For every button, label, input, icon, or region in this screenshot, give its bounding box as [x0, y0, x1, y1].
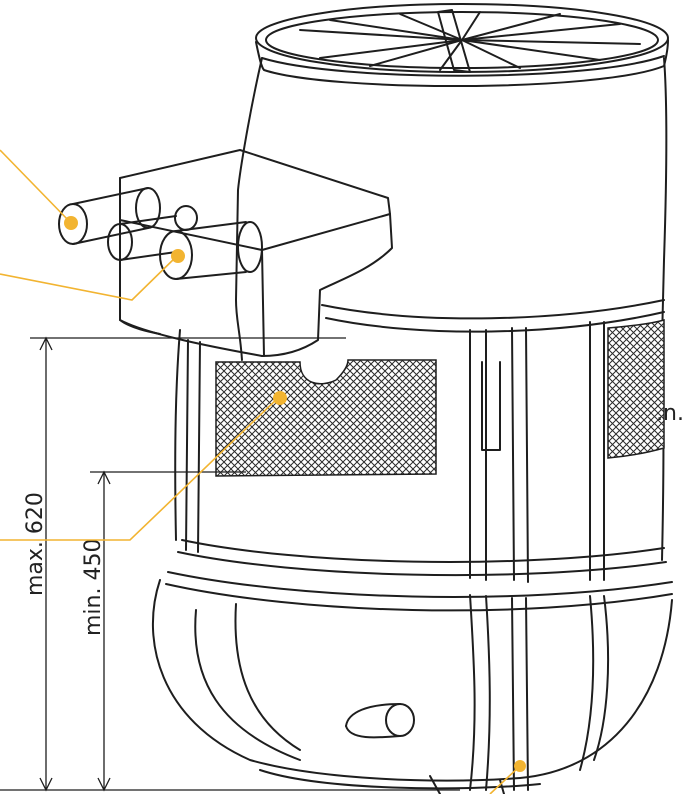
tank-lid [255, 3, 669, 88]
callout-dot-screen [273, 391, 287, 405]
internal-riser [481, 361, 501, 451]
min-dimension-label: min. 450 [81, 539, 106, 636]
callout-line-base [489, 765, 521, 794]
callout-leaders [0, 149, 521, 794]
callout-dot-inlet [64, 216, 78, 230]
right-mesh-panel [607, 319, 665, 459]
callout-line-outlet [0, 254, 179, 301]
vertical-ribs [185, 321, 610, 791]
cropped-text-fragment: .n. [656, 401, 684, 426]
pipe-1 [58, 187, 161, 245]
drain-pipe [345, 703, 415, 739]
pipe-2 [107, 205, 198, 261]
callout-dot-outlet [171, 249, 185, 263]
callout-line-inlet [0, 149, 71, 223]
left-mesh-panel [215, 359, 437, 477]
callout-dot-base [514, 760, 526, 772]
max-dimension-label: max. 620 [23, 492, 48, 596]
pipe-3 [159, 221, 263, 280]
dimension-lines [0, 336, 460, 792]
callout-line-screen [0, 395, 281, 541]
callout-dots [64, 216, 526, 772]
